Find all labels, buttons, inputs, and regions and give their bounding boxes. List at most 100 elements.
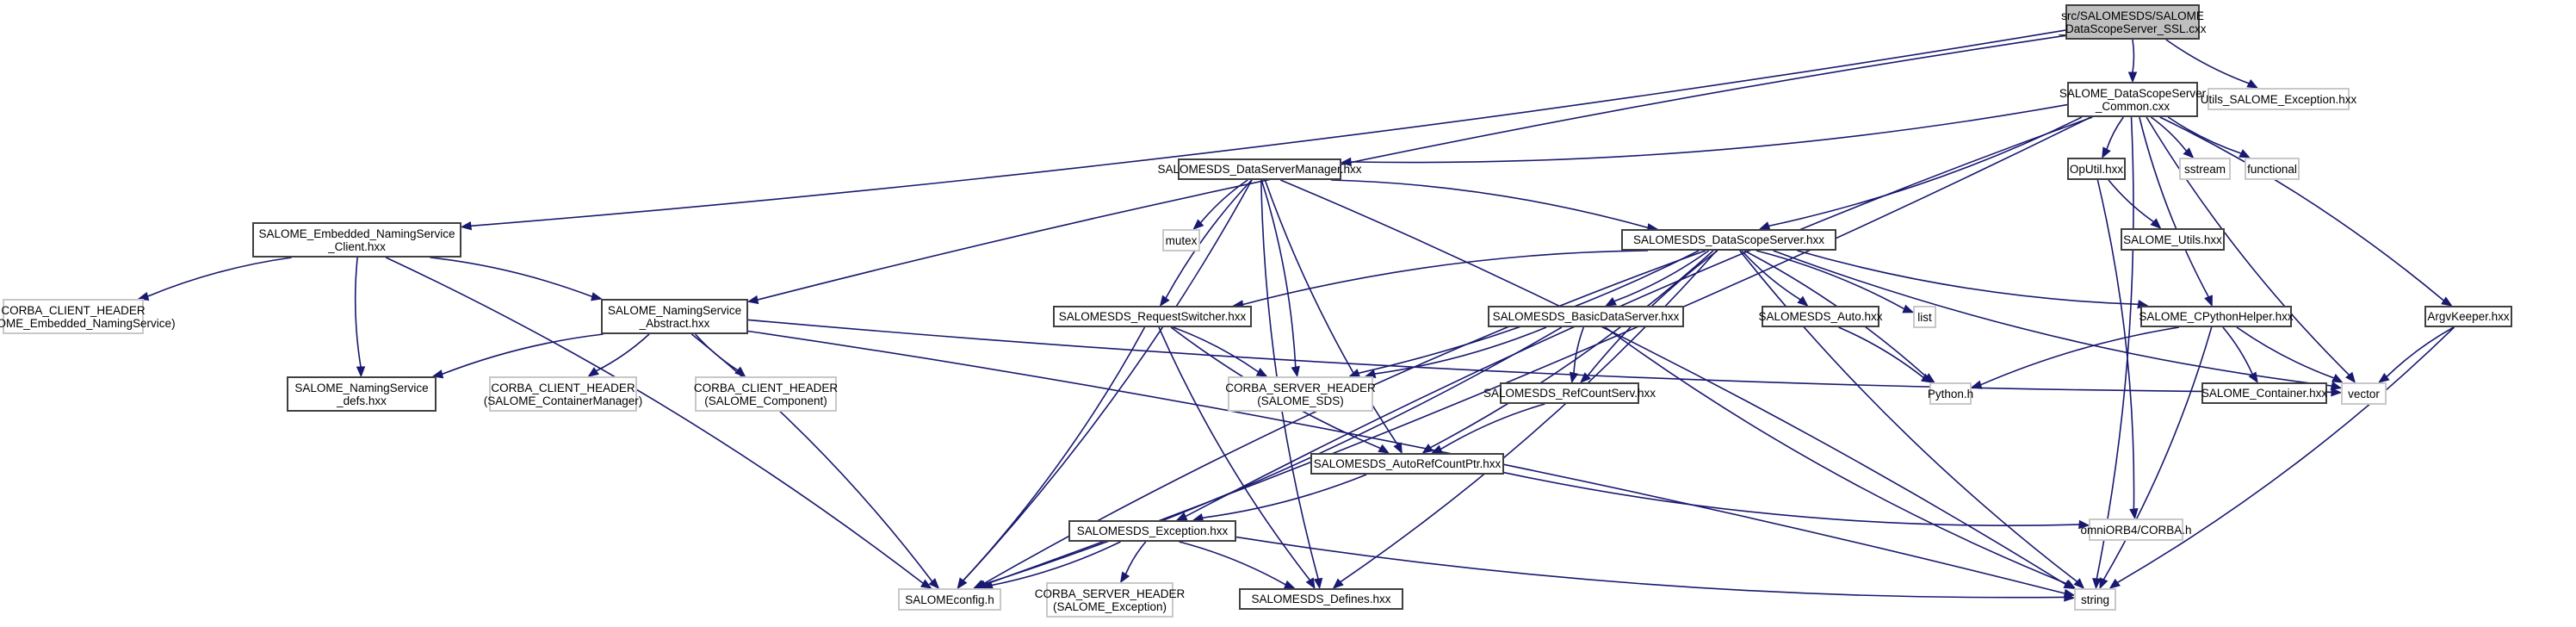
edge-dss-to-defines — [1340, 250, 1718, 583]
arrowhead-icon — [2108, 578, 2121, 589]
graph-node-sstream: sstream — [2179, 158, 2231, 180]
arrowhead-icon — [1421, 444, 1434, 454]
edge-cpy-to-string — [2102, 326, 2213, 580]
graph-node-list: list — [1913, 306, 1936, 328]
arrowhead-icon — [2150, 218, 2162, 229]
graph-node-utils-exc: Utils_SALOME_Exception.hxx — [2201, 88, 2356, 110]
node-label: CORBA_SERVER_HEADER (SALOME_SDS) — [1225, 381, 1376, 407]
edge-dsm-to-autoRef — [1264, 179, 1398, 445]
arrowhead-icon — [1580, 372, 1591, 383]
graph-node-string: string — [2074, 588, 2116, 611]
graph-node-dss[interactable]: SALOMESDS_DataScopeServer.hxx — [1621, 229, 1836, 251]
edge-dsm-to-reqSw — [1165, 179, 1253, 299]
graph-node-ns-abs[interactable]: SALOME_NamingService _Abstract.hxx — [601, 299, 748, 334]
edge-basic-to-string — [1605, 326, 2067, 585]
node-label: functional — [2247, 162, 2297, 176]
node-label: CORBA_CLIENT_HEADER (SALOME_Component) — [693, 381, 839, 407]
arrowhead-icon — [1340, 157, 1352, 167]
node-label: SALOME_DataScopeServer _Common.cxx — [2059, 86, 2207, 113]
edge-dss-to-list — [1756, 250, 1905, 310]
node-label: SALOME_CPythonHelper.hxx — [2139, 310, 2294, 323]
edge-common-to-functional — [2167, 116, 2242, 154]
graph-node-req-sw[interactable]: SALOMESDS_RequestSwitcher.hxx — [1053, 306, 1252, 327]
graph-node-corba-emb: CORBA_CLIENT_HEADER (SALOME_Embedded_Nam… — [0, 299, 176, 334]
node-label: Utils_SALOME_Exception.hxx — [2200, 92, 2357, 106]
node-label: omniORB4/CORBA.h — [2080, 523, 2192, 537]
graph-node-emb-n-s[interactable]: SALOME_Embedded_NamingService _Client.hx… — [252, 222, 461, 258]
graph-node-basic[interactable]: SALOMESDS_BasicDataServer.hxx — [1488, 306, 1684, 327]
arrowhead-icon — [920, 579, 932, 589]
node-label: OpUtil.hxx — [2069, 162, 2124, 176]
arrowhead-icon — [1291, 365, 1300, 378]
graph-node-oputil[interactable]: OpUtil.hxx — [2067, 158, 2126, 180]
edge-dsm-to-mutex — [1199, 179, 1248, 224]
arrowhead-icon — [928, 578, 940, 589]
edge-argv-to-string — [2116, 326, 2455, 584]
edge-oputil-to-omni — [2096, 179, 2135, 510]
edge-dsm-to-config — [963, 179, 1253, 581]
edge-auto-to-python — [1838, 326, 1924, 379]
arrowhead-icon — [2239, 149, 2251, 158]
arrowhead-icon — [460, 220, 473, 231]
graph-node-argv[interactable]: ArgvKeeper.hxx — [2424, 306, 2512, 327]
arrowhead-icon — [2092, 578, 2102, 590]
graph-node-defines[interactable]: SALOMESDS_Defines.hxx — [1239, 588, 1403, 610]
arrowhead-icon — [2078, 519, 2090, 530]
arrowhead-icon — [587, 367, 599, 377]
arrowhead-icon — [1378, 444, 1390, 454]
arrowhead-icon — [2127, 71, 2138, 84]
arrowhead-icon — [1920, 373, 1933, 383]
edge-sdsExc-to-corbaExc — [1124, 541, 1147, 574]
node-label: CORBA_CLIENT_HEADER (SALOME_ContainerMan… — [483, 381, 643, 407]
edge-basic-to-corbaSDS — [1374, 326, 1547, 375]
edge-embNS-to-nsDefs — [354, 257, 362, 368]
arrowhead-icon — [974, 580, 986, 589]
graph-node-dsm[interactable]: SALOMESDS_DataServerManager.hxx — [1157, 158, 1362, 180]
graph-node-config: SALOMEconfig.h — [898, 588, 1001, 611]
node-label: SALOMESDS_DataScopeServer.hxx — [1632, 233, 1825, 246]
arrowhead-icon — [2204, 295, 2213, 307]
edge-basic-to-config — [983, 326, 1563, 586]
graph-node-sal-utils[interactable]: SALOME_Utils.hxx — [2121, 228, 2225, 251]
edge-cpy-to-python — [1980, 326, 2180, 386]
edge-cpy-to-container — [2222, 326, 2254, 376]
edge-autoRef-to-omni — [1503, 471, 2080, 526]
graph-node-auto[interactable]: SALOMESDS_Auto.hxx — [1758, 306, 1883, 327]
edge-dss-to-auto — [1741, 250, 1801, 301]
arrowhead-icon — [1192, 219, 1204, 230]
node-label: SALOME_Embedded_NamingService _Client.hx… — [258, 227, 455, 253]
graph-node-cpy[interactable]: SALOME_CPythonHelper.hxx — [2139, 306, 2294, 327]
arrowhead-icon — [2378, 372, 2390, 383]
graph-node-ref-count[interactable]: SALOMESDS_RefCountServ.hxx — [1483, 382, 1656, 404]
graph-node-ns-defs[interactable]: SALOME_NamingService _defs.hxx — [287, 376, 437, 412]
arrowhead-icon — [2064, 579, 2077, 589]
node-label: Python.h — [1927, 387, 1974, 400]
graph-node-common[interactable]: SALOME_DataScopeServer _Common.cxx — [2059, 82, 2206, 117]
node-label: SALOMEconfig.h — [905, 593, 994, 606]
edge-common-to-vector — [2146, 116, 2350, 376]
graph-node-sds-exc[interactable]: SALOMESDS_Exception.hxx — [1068, 520, 1236, 542]
arrowhead-icon — [2129, 507, 2139, 520]
arrowhead-icon — [1970, 380, 1983, 389]
graph-node-root[interactable]: src/SALOMESDS/SALOME _DataScopeServer_SS… — [2059, 4, 2207, 40]
edge-sdsExc-to-config — [991, 541, 1121, 587]
edge-root-to-utilsExc — [2165, 39, 2250, 84]
graph-node-auto-ref[interactable]: SALOMESDS_AutoRefCountPtr.hxx — [1310, 453, 1504, 475]
edge-sdsExc-to-string — [1235, 536, 2065, 599]
arrowhead-icon — [2246, 78, 2259, 89]
edge-cpy-to-vector — [2236, 326, 2335, 379]
edge-common-to-dsm — [1350, 103, 2068, 164]
arrowhead-icon — [1431, 444, 1443, 454]
edge-reqSw-to-config — [963, 326, 1146, 581]
edge-root-to-nsAbs — [757, 34, 2066, 301]
edge-embNS-to-corbaEmb — [147, 257, 292, 297]
edge-refCount-to-autoRef — [1440, 403, 1545, 450]
arrowhead-icon — [2248, 371, 2258, 384]
arrowhead-icon — [1159, 295, 1170, 307]
edge-nsAbs-to-vector — [747, 319, 2332, 394]
node-label: SALOME_NamingService _Abstract.hxx — [607, 303, 742, 330]
graph-node-container[interactable]: SALOME_Container.hxx — [2201, 382, 2327, 404]
edge-common-to-dss — [1768, 116, 2083, 227]
edge-dss-to-autoRef — [1430, 250, 1714, 449]
